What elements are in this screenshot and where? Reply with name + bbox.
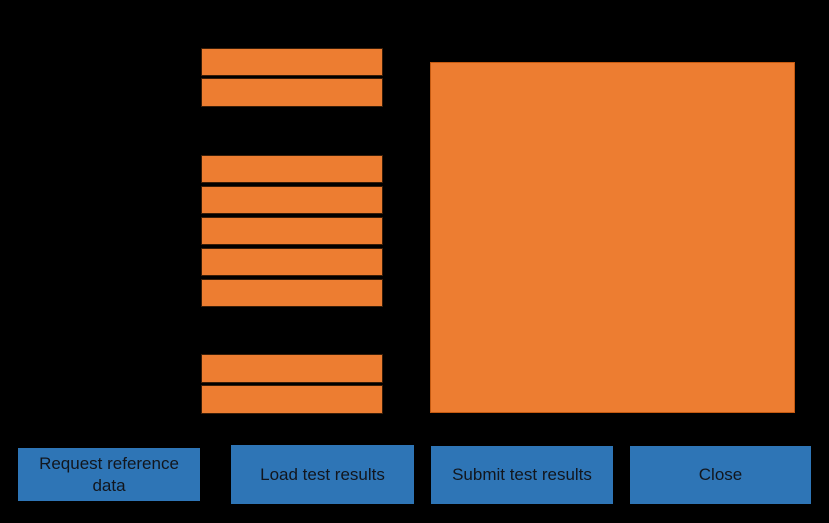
request-reference-data-button[interactable]: Request reference data [18, 448, 200, 501]
input-field[interactable] [201, 48, 383, 76]
load-test-results-button-label: Load test results [260, 464, 385, 484]
bottom-field-group [201, 354, 383, 414]
input-field[interactable] [201, 155, 383, 183]
input-field[interactable] [201, 385, 383, 414]
input-field[interactable] [201, 248, 383, 276]
input-field[interactable] [201, 186, 383, 214]
load-test-results-button[interactable]: Load test results [231, 445, 414, 504]
close-button-label: Close [698, 465, 743, 485]
input-field[interactable] [201, 354, 383, 383]
top-field-group [201, 48, 383, 107]
submit-test-results-button-label: Submit test results [452, 465, 592, 485]
request-reference-data-button-label: Request reference data [39, 454, 179, 495]
input-field[interactable] [201, 217, 383, 245]
middle-field-group [201, 155, 383, 307]
results-panel[interactable] [430, 62, 795, 413]
submit-test-results-button[interactable]: Submit test results [431, 446, 613, 504]
input-field[interactable] [201, 78, 383, 107]
input-field[interactable] [201, 279, 383, 307]
close-button[interactable]: Close [630, 446, 811, 504]
